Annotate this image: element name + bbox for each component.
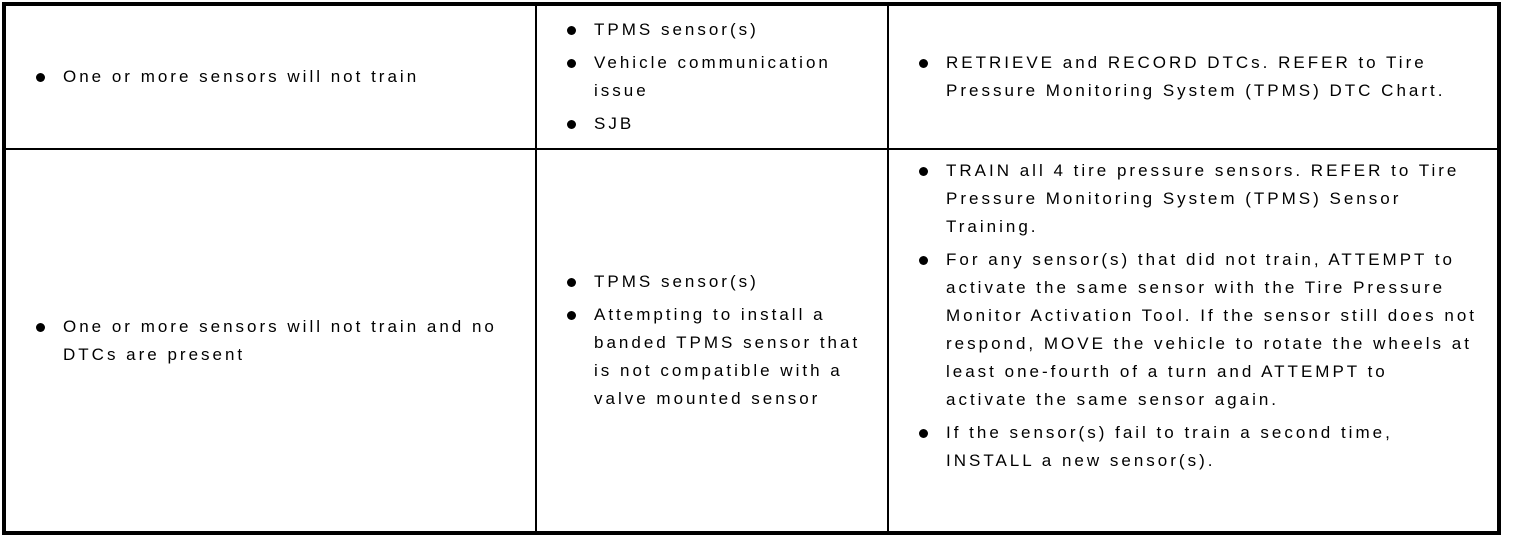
action-cell-row1: RETRIEVE and RECORD DTCs. REFER to Tire … [889, 6, 1497, 150]
bullet-item: TPMS sensor(s) [537, 268, 887, 296]
bullet-list: RETRIEVE and RECORD DTCs. REFER to Tire … [889, 49, 1497, 105]
bullet-list: TPMS sensor(s) Vehicle communication iss… [537, 16, 887, 138]
bullet-item: If the sensor(s) fail to train a second … [889, 419, 1497, 475]
bullet-item: TPMS sensor(s) [537, 16, 887, 44]
bullet-item: Vehicle communication issue [537, 49, 887, 105]
bullet-list: One or more sensors will not train [6, 63, 535, 91]
bullet-item: One or more sensors will not train and n… [6, 313, 535, 369]
action-cell-row2: TRAIN all 4 tire pressure sensors. REFER… [889, 150, 1497, 531]
bullet-list: One or more sensors will not train and n… [6, 313, 535, 369]
bullet-item: For any sensor(s) that did not train, AT… [889, 246, 1497, 414]
symptom-cell-row2: One or more sensors will not train and n… [6, 150, 537, 531]
bullet-list: TRAIN all 4 tire pressure sensors. REFER… [889, 157, 1497, 475]
bullet-item: TRAIN all 4 tire pressure sensors. REFER… [889, 157, 1497, 241]
symptom-cell-row1: One or more sensors will not train [6, 6, 537, 150]
possible-sources-cell-row1: TPMS sensor(s) Vehicle communication iss… [537, 6, 889, 150]
bullet-item: RETRIEVE and RECORD DTCs. REFER to Tire … [889, 49, 1497, 105]
possible-sources-cell-row2: TPMS sensor(s) Attempting to install a b… [537, 150, 889, 531]
bullet-list: TPMS sensor(s) Attempting to install a b… [537, 268, 887, 413]
tpms-diagnostic-table: One or more sensors will not train TPMS … [2, 2, 1501, 535]
bullet-item: SJB [537, 110, 887, 138]
bullet-item: One or more sensors will not train [6, 63, 535, 91]
bullet-item: Attempting to install a banded TPMS sens… [537, 301, 887, 413]
